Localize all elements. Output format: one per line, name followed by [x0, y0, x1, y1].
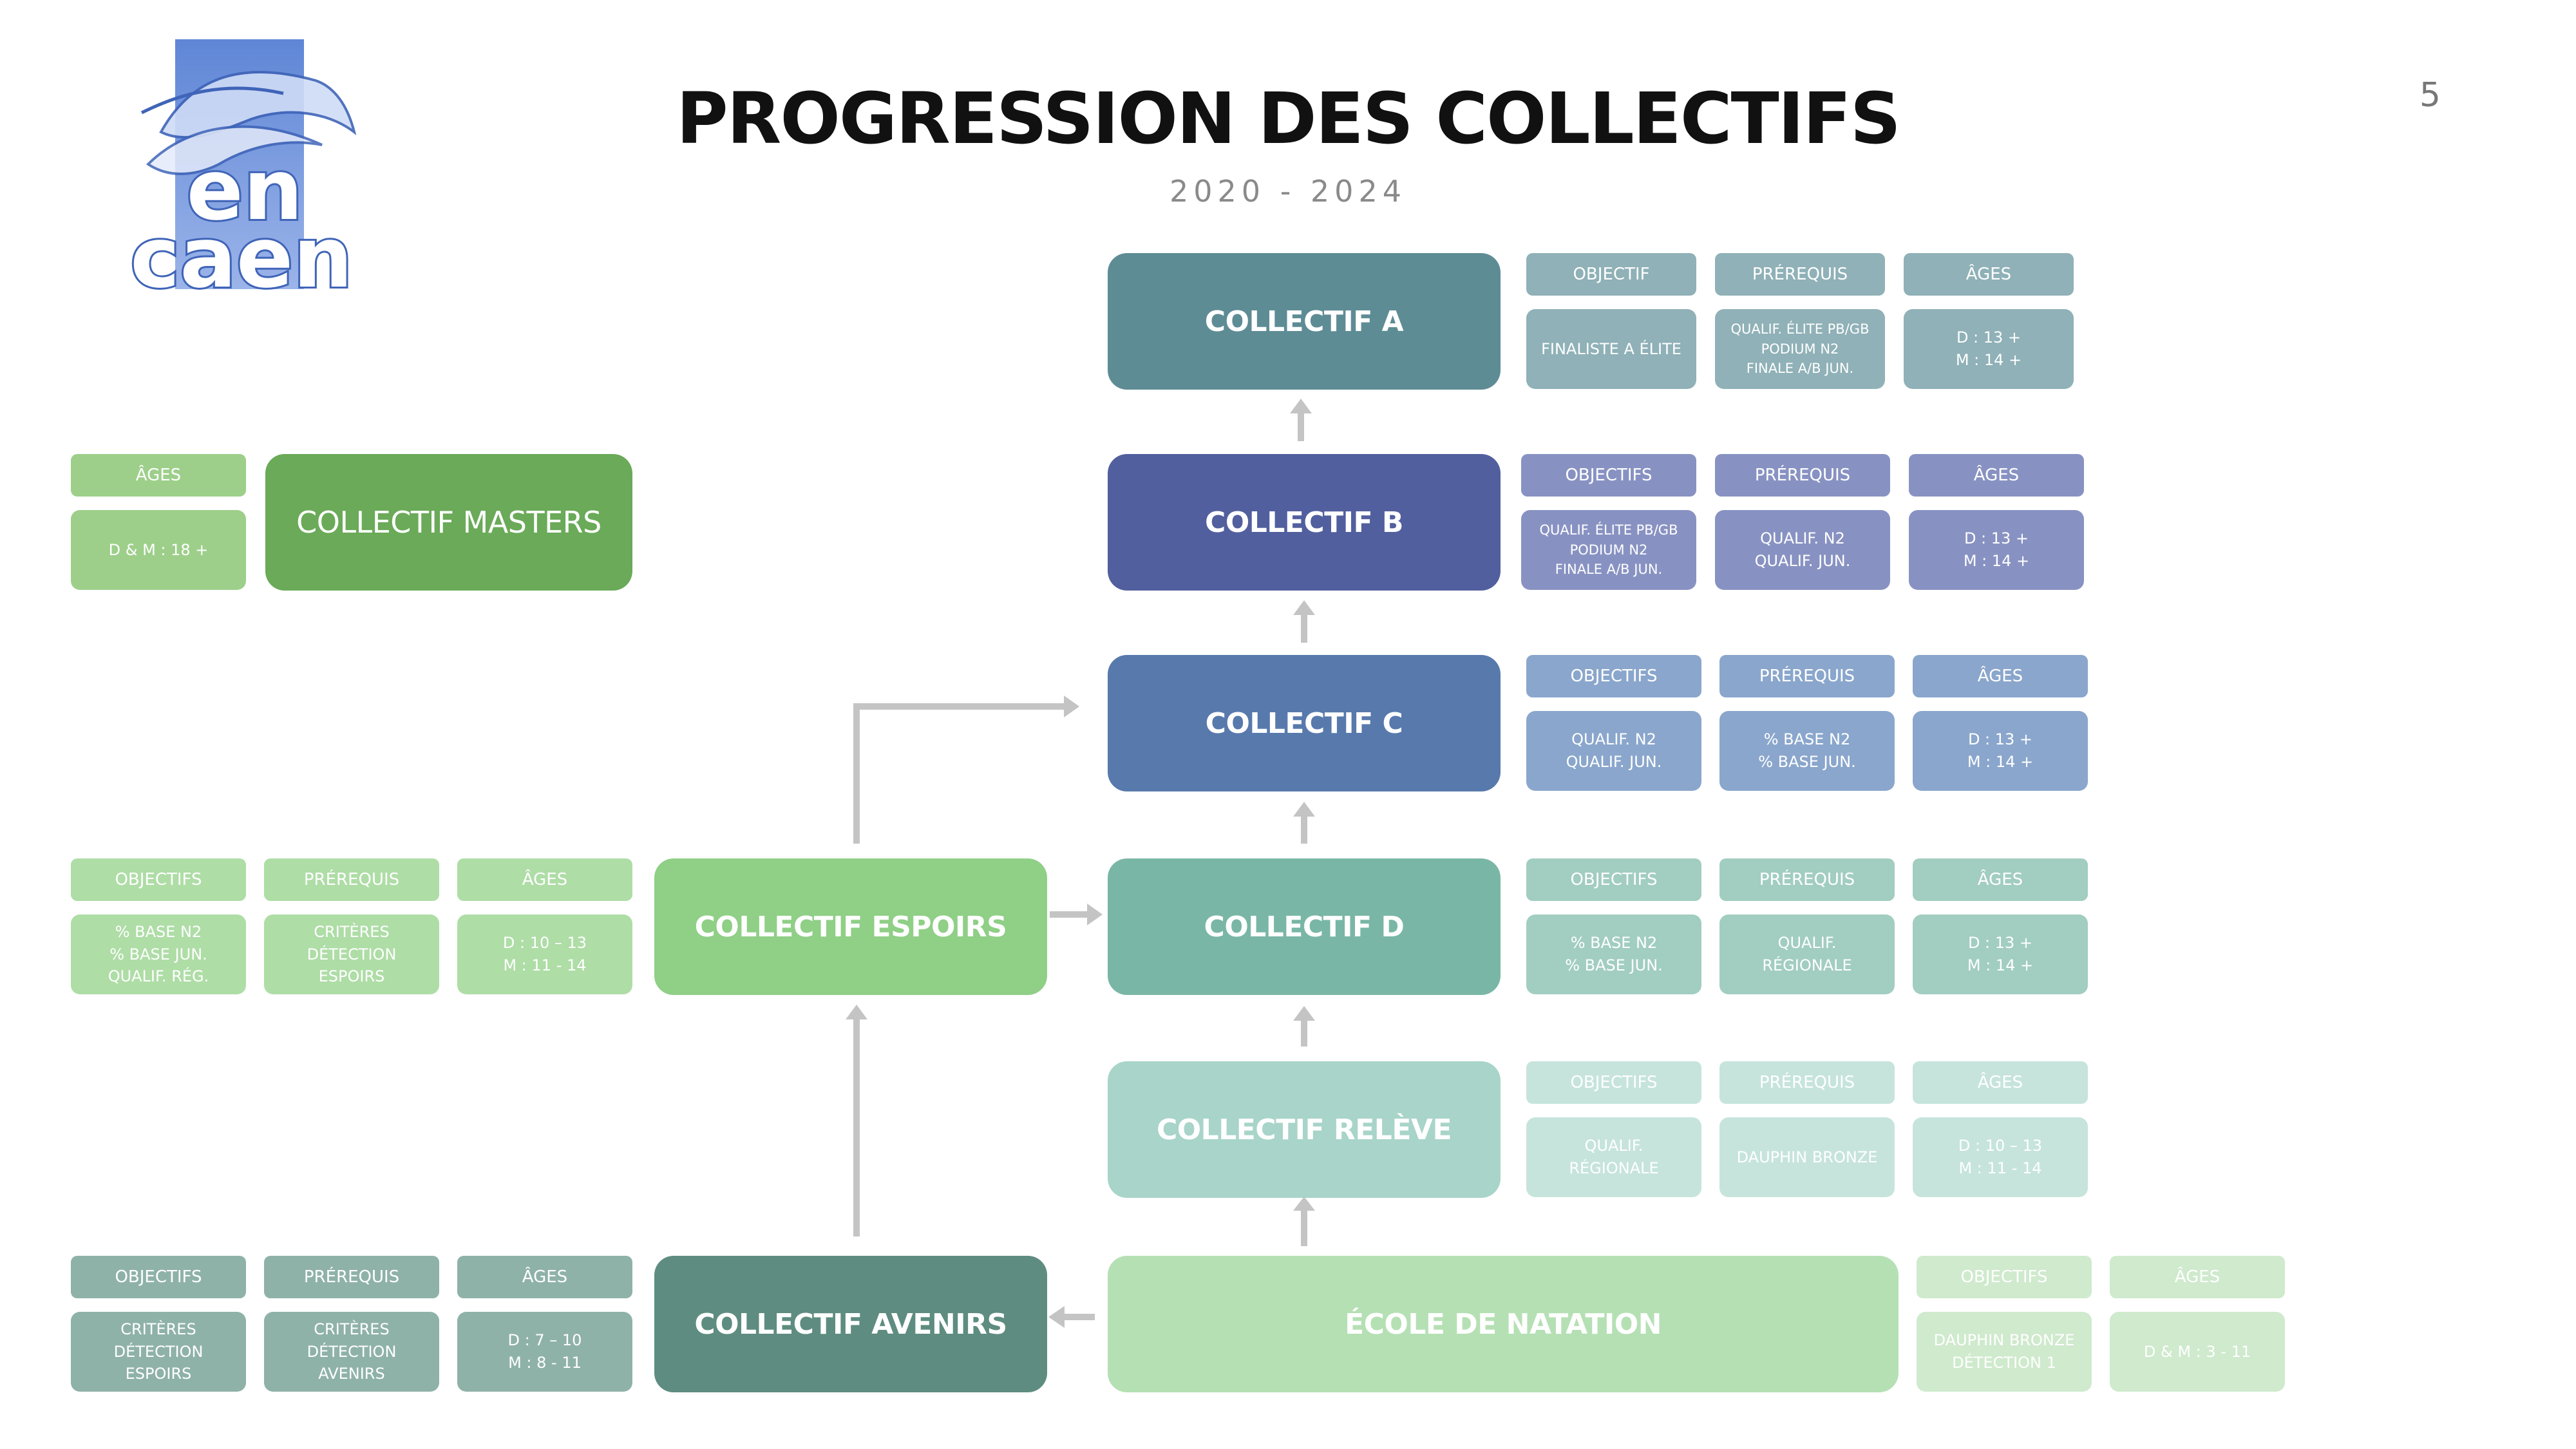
- collectif-masters-header-ages: ÂGES: [71, 454, 246, 497]
- collectif-a-value-prerequis: QUALIF. ÉLITE PB/GB PODIUM N2 FINALE A/B…: [1715, 309, 1885, 389]
- page-subtitle: 2020 - 2024: [1170, 174, 1406, 209]
- ecole-value-objectifs: DAUPHIN BRONZE DÉTECTION 1: [1917, 1312, 2092, 1392]
- collectif-a-header-prerequis: PRÉREQUIS: [1715, 253, 1885, 296]
- collectif-espoirs-value-prerequis: CRITÈRES DÉTECTION ESPOIRS: [264, 914, 439, 994]
- page-number: 5: [2419, 76, 2441, 115]
- collectif-c-value-prerequis: % BASE N2 % BASE JUN.: [1719, 711, 1895, 791]
- svg-text:en: en: [187, 141, 303, 239]
- ecole-value-ages: D & M : 3 - 11: [2110, 1312, 2285, 1392]
- collectif-a-value-ages: D : 13 + M : 14 +: [1904, 309, 2074, 389]
- collectif-d-value-prerequis: QUALIF. RÉGIONALE: [1719, 914, 1895, 994]
- collectif-a-value-objectif: FINALISTE A ÉLITE: [1526, 309, 1696, 389]
- collectif-espoirs-value-objectifs: % BASE N2 % BASE JUN. QUALIF. RÉG.: [71, 914, 246, 994]
- collectif-releve-value-prerequis: DAUPHIN BRONZE: [1719, 1117, 1895, 1197]
- collectif-espoirs-header-ages: ÂGES: [457, 858, 632, 901]
- collectif-c-header-objectifs: OBJECTIFS: [1526, 655, 1701, 697]
- collectif-espoirs-value-ages: D : 10 – 13 M : 11 - 14: [457, 914, 632, 994]
- collectif-b-header-prerequis: PRÉREQUIS: [1715, 454, 1890, 497]
- collectif-d-value-ages: D : 13 + M : 14 +: [1913, 914, 2088, 994]
- collectif-avenirs-value-prerequis: CRITÈRES DÉTECTION AVENIRS: [264, 1312, 439, 1392]
- collectif-b-header-ages: ÂGES: [1909, 454, 2084, 497]
- collectif-c-value-ages: D : 13 + M : 14 +: [1913, 711, 2088, 791]
- collectif-releve-value-objectifs: QUALIF. RÉGIONALE: [1526, 1117, 1701, 1197]
- collectif-d-header-ages: ÂGES: [1913, 858, 2088, 901]
- page-title: PROGRESSION DES COLLECTIFS: [676, 77, 1901, 160]
- collectif-a-header-objectif: OBJECTIF: [1526, 253, 1696, 296]
- collectif-masters-box: COLLECTIF MASTERS: [265, 454, 632, 591]
- collectif-releve-header-objectifs: OBJECTIFS: [1526, 1061, 1701, 1104]
- club-logo: en caen: [128, 39, 357, 293]
- collectif-releve-header-ages: ÂGES: [1913, 1061, 2088, 1104]
- collectif-avenirs-header-ages: ÂGES: [457, 1256, 632, 1298]
- collectif-releve-box: COLLECTIF RELÈVE: [1108, 1061, 1501, 1198]
- collectif-c-value-objectifs: QUALIF. N2 QUALIF. JUN.: [1526, 711, 1701, 791]
- collectif-c-header-prerequis: PRÉREQUIS: [1719, 655, 1895, 697]
- svg-text:caen: caen: [130, 209, 353, 293]
- collectif-d-value-objectifs: % BASE N2 % BASE JUN.: [1526, 914, 1701, 994]
- collectif-releve-header-prerequis: PRÉREQUIS: [1719, 1061, 1895, 1104]
- collectif-avenirs-value-ages: D : 7 – 10 M : 8 - 11: [457, 1312, 632, 1392]
- ecole-header-ages: ÂGES: [2110, 1256, 2285, 1298]
- collectif-b-value-objectifs: QUALIF. ÉLITE PB/GB PODIUM N2 FINALE A/B…: [1521, 510, 1696, 590]
- collectif-b-box: COLLECTIF B: [1108, 454, 1501, 591]
- collectif-a-header-ages: ÂGES: [1904, 253, 2074, 296]
- collectif-releve-value-ages: D : 10 – 13 M : 11 - 14: [1913, 1117, 2088, 1197]
- collectif-b-value-prerequis: QUALIF. N2 QUALIF. JUN.: [1715, 510, 1890, 590]
- collectif-c-box: COLLECTIF C: [1108, 655, 1501, 791]
- collectif-c-header-ages: ÂGES: [1913, 655, 2088, 697]
- collectif-avenirs-value-objectifs: CRITÈRES DÉTECTION ESPOIRS: [71, 1312, 246, 1392]
- arrow-espoirs-to-c: [853, 703, 1066, 844]
- collectif-b-value-ages: D : 13 + M : 14 +: [1909, 510, 2084, 590]
- collectif-espoirs-box: COLLECTIF ESPOIRS: [654, 858, 1047, 995]
- collectif-espoirs-header-prerequis: PRÉREQUIS: [264, 858, 439, 901]
- collectif-a-box: COLLECTIF A: [1108, 253, 1501, 390]
- ecole-header-objectifs: OBJECTIFS: [1917, 1256, 2092, 1298]
- collectif-espoirs-header-objectifs: OBJECTIFS: [71, 858, 246, 901]
- collectif-d-header-prerequis: PRÉREQUIS: [1719, 858, 1895, 901]
- ecole-natation-box: ÉCOLE DE NATATION: [1108, 1256, 1899, 1392]
- collectif-avenirs-header-objectifs: OBJECTIFS: [71, 1256, 246, 1298]
- collectif-masters-value-ages: D & M : 18 +: [71, 510, 246, 590]
- collectif-b-header-objectifs: OBJECTIFS: [1521, 454, 1696, 497]
- collectif-d-header-objectifs: OBJECTIFS: [1526, 858, 1701, 901]
- collectif-avenirs-header-prerequis: PRÉREQUIS: [264, 1256, 439, 1298]
- collectif-avenirs-box: COLLECTIF AVENIRS: [654, 1256, 1047, 1392]
- collectif-d-box: COLLECTIF D: [1108, 858, 1501, 995]
